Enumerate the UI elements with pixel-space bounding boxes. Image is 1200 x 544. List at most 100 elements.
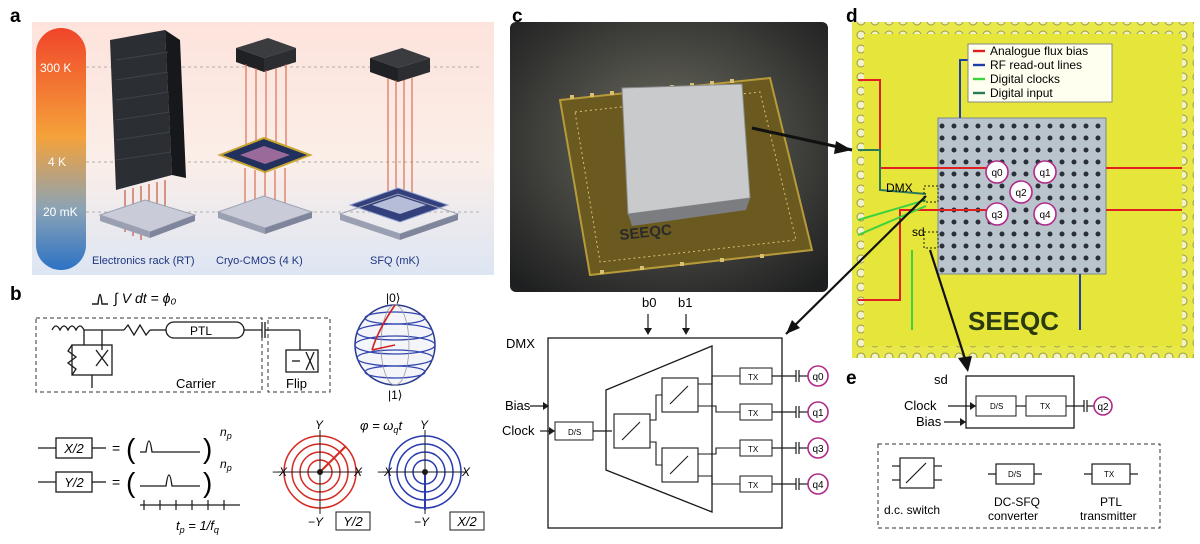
gate-x-pulse — [140, 440, 200, 453]
panel-letter-a: a — [10, 6, 21, 27]
gate-x-label: X/2 — [63, 441, 84, 456]
qubit-q4-c-label: q4 — [812, 480, 824, 491]
panel-letter-b: b — [10, 284, 22, 305]
box-y-half-label: Y/2 — [343, 514, 363, 529]
legend-dc-sfq-label-1: DC-SFQ — [994, 495, 1040, 509]
sfq-pulse-glyph — [92, 293, 108, 305]
temp-label-20mk: 20 mK — [43, 205, 78, 219]
carrier-circuit — [51, 321, 319, 388]
phase-equation: φ = ωqt — [360, 418, 403, 435]
electronics-rack-illustration — [98, 30, 197, 240]
legend-dc-switch-label: d.c. switch — [884, 503, 940, 517]
gate-y-label: Y/2 — [64, 475, 84, 490]
ket-zero-label: |0⟩ — [386, 291, 400, 305]
temp-label-300k: 300 K — [40, 61, 71, 75]
gate-y-equals: = — [112, 474, 120, 490]
qubit-q0-c — [807, 365, 829, 387]
box-y-half — [335, 511, 371, 531]
ket-one-label: |1⟩ — [388, 388, 402, 402]
panel-letter-e: e — [846, 368, 857, 389]
dmx-label: DMX — [506, 336, 535, 351]
cryo-cmos-illustration — [216, 38, 314, 234]
gate-y-pulse — [140, 474, 200, 487]
carrier-box — [35, 317, 263, 393]
panel-e: sd Clock Bias D/S TX q2 d.c. switch — [877, 372, 1161, 529]
chip-q0-label: q0 — [991, 168, 1003, 179]
bloch-sphere — [354, 304, 436, 386]
gate-x-paren-open: ( — [126, 433, 136, 464]
tx-label-q0: TX — [748, 373, 759, 382]
gate-x-equals: = — [112, 440, 120, 456]
legend-dc-switch-symbol — [892, 457, 942, 489]
gate-y-np: np — [220, 457, 232, 473]
gate-x-paren-close: ) — [203, 433, 212, 464]
chip-q1-label: q1 — [1039, 168, 1051, 179]
qubit-q3-c — [807, 437, 829, 459]
chip-q3-label: q3 — [991, 210, 1003, 221]
gate-x-equation: X/2 = ( ) np — [38, 425, 232, 464]
clock-label-c: Clock — [502, 423, 535, 438]
legend-ptl-label-2: transmitter — [1080, 509, 1137, 523]
sd-ds-label: D/S — [990, 402, 1003, 411]
legend-digital-input: Digital input — [990, 86, 1053, 100]
tx-label-q4: TX — [748, 481, 759, 490]
component-legend-box — [877, 443, 1161, 529]
qubit-q2-e — [1093, 396, 1113, 416]
sd-highlight — [923, 231, 939, 249]
wiring-legend-swatches — [973, 49, 985, 95]
demux-tree-outline — [605, 345, 713, 513]
temperature-bar — [36, 28, 86, 270]
flip-box — [267, 317, 331, 393]
chip-logo-text: SEEQC — [619, 222, 673, 244]
axis-my-label-1: −Y — [308, 515, 324, 529]
ptl-label: PTL — [190, 324, 212, 338]
dmx-transmitters — [739, 367, 773, 493]
axis-y-label-1: Y — [315, 418, 324, 432]
connector-arrows — [751, 126, 972, 372]
qubit-q1-c-label: q1 — [812, 408, 824, 419]
legend-digital-clocks: Digital clocks — [990, 72, 1060, 86]
chip-q2-label: q2 — [1015, 188, 1027, 199]
gate-x-np: np — [220, 425, 232, 441]
legend-rf-readout: RF read-out lines — [990, 58, 1082, 72]
sd-tx-label: TX — [1040, 402, 1051, 411]
axis-y-label-2: Y — [420, 418, 429, 432]
chip-qubits — [985, 160, 1057, 226]
bias-label-e: Bias — [916, 414, 942, 429]
chip-sd-label: sd — [912, 225, 925, 239]
qubit-q4-c — [807, 473, 829, 495]
chip-logo-d: SEEQC — [968, 306, 1059, 336]
box-x-half — [449, 511, 485, 531]
axis-x-label-2: X — [461, 465, 471, 479]
tx-label-q3: TX — [748, 445, 759, 454]
tx-label-q1: TX — [748, 409, 759, 418]
gate-y-paren-open: ( — [126, 467, 136, 498]
legend-ptl-transmitter-symbol — [1084, 463, 1138, 485]
qubit-q1-c — [807, 401, 829, 423]
wiring-legend — [967, 43, 1113, 103]
clock-period-equation: tp = 1/fq — [176, 518, 219, 535]
legend-analogue-flux-bias: Analogue flux bias — [990, 44, 1088, 58]
phase-diagram-x — [383, 430, 467, 514]
flip-label: Flip — [286, 376, 307, 391]
qubit-q2-e-label: q2 — [1097, 402, 1109, 413]
legend-tx-text: TX — [1104, 470, 1115, 479]
sfq-illustration — [338, 48, 460, 240]
axis-mx-label-2: −X — [377, 465, 393, 479]
flux-quantum-equation: ∫ V dt = ϕ₀ — [113, 290, 176, 307]
box-x-half-label: X/2 — [456, 514, 477, 529]
panel-letter-c: c — [512, 6, 523, 27]
chip-q4-label: q4 — [1039, 210, 1051, 221]
panel-letter-d: d — [846, 6, 858, 27]
phase-diagram-y — [278, 430, 362, 514]
axis-x-label-1: X — [353, 465, 363, 479]
panel-a: 300 K 4 K 20 mK — [32, 22, 494, 275]
chip-dmx-label: DMX — [886, 181, 913, 195]
demux-switches — [613, 377, 699, 483]
clock-label-e: Clock — [904, 398, 937, 413]
legend-ptl-label-1: PTL — [1100, 495, 1122, 509]
axis-mx-label-1: −X — [272, 465, 288, 479]
bias-label-c: Bias — [505, 398, 531, 413]
caption-sfq: SFQ (mK) — [370, 255, 420, 267]
